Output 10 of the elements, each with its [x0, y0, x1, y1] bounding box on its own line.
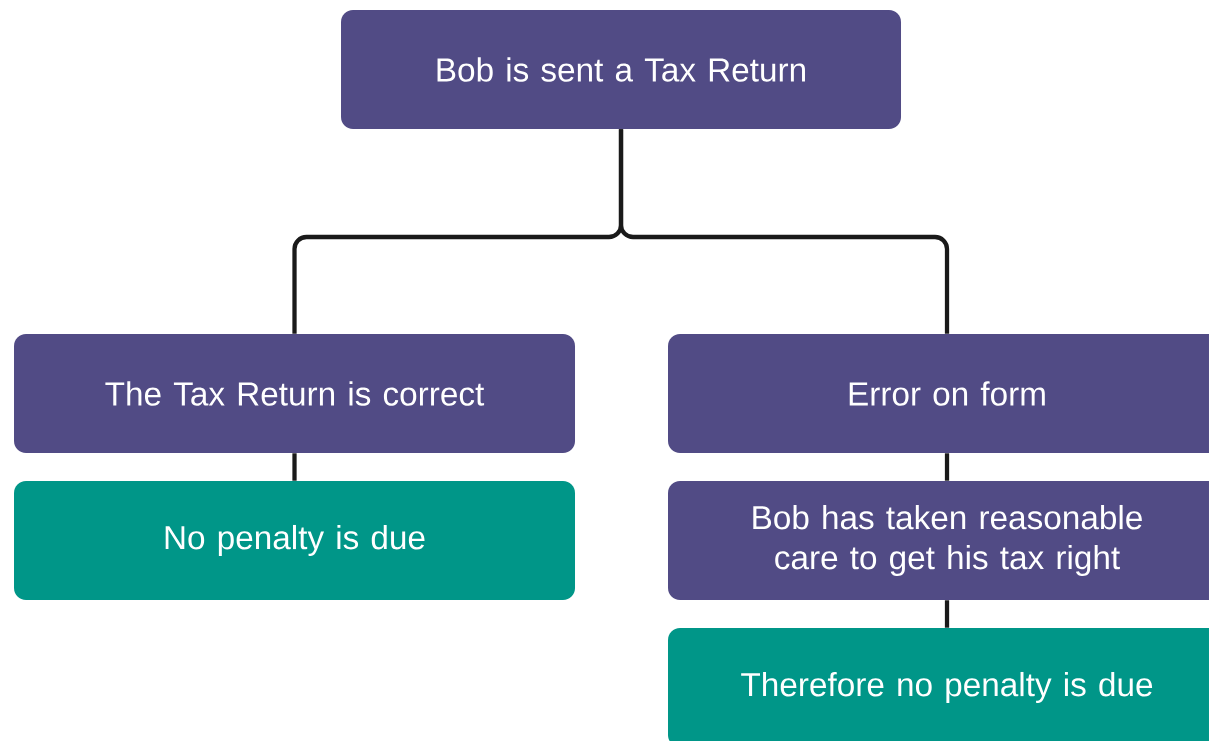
connector-line	[944, 453, 950, 481]
process-box: Bob has taken reasonable care to get his tax right	[668, 481, 1209, 600]
process-box: The Tax Return is correct	[14, 334, 575, 453]
connector-line	[944, 600, 950, 628]
outcome-box: No penalty is due	[14, 481, 575, 600]
process-box: Bob is sent a Tax Return	[341, 10, 901, 129]
connector-line	[618, 129, 950, 334]
process-box: Error on form	[668, 334, 1209, 453]
outcome-box: Therefore no penalty is due	[668, 628, 1209, 741]
connector-line	[292, 453, 297, 481]
